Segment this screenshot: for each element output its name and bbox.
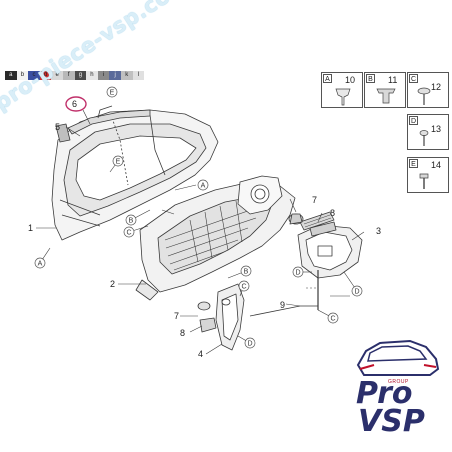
marker-C3: C bbox=[330, 316, 335, 323]
color-swatch: g bbox=[74, 71, 87, 80]
screw-d-icon bbox=[419, 130, 429, 146]
marker-E2-circle bbox=[112, 155, 124, 167]
callout-2: 2 bbox=[110, 279, 115, 289]
marker-E2: E bbox=[116, 159, 121, 166]
marker-A2-circle bbox=[197, 179, 209, 191]
callout-3: 3 bbox=[376, 226, 381, 236]
color-swatch: e bbox=[51, 71, 63, 80]
marker-D1: D bbox=[247, 341, 252, 348]
marker-B1: B bbox=[129, 218, 134, 225]
legend-number-e: 14 bbox=[431, 160, 442, 170]
legend-number-d: 13 bbox=[431, 124, 442, 134]
marker-C1-circle bbox=[123, 226, 135, 238]
push-rivet-icon bbox=[376, 88, 396, 104]
color-swatch-label: f bbox=[67, 72, 70, 78]
color-swatch-label: a bbox=[9, 72, 13, 78]
color-swatch: j bbox=[109, 71, 121, 80]
marker-C2-circle bbox=[238, 280, 250, 292]
color-swatch-label: k bbox=[125, 72, 129, 78]
part-3-side-housing bbox=[297, 221, 363, 279]
color-swatch-label: l bbox=[137, 72, 139, 78]
part-4-lower-bracket bbox=[215, 283, 245, 351]
marker-B2: B bbox=[244, 269, 249, 276]
color-swatch-label: h bbox=[90, 72, 94, 78]
color-swatch-label: e bbox=[55, 72, 59, 78]
legend-letter-d: D bbox=[409, 116, 418, 125]
color-swatch-label: d bbox=[43, 72, 48, 78]
color-swatch: a bbox=[5, 71, 17, 80]
marker-A1-circle bbox=[34, 257, 46, 269]
callout-4: 4 bbox=[198, 349, 203, 359]
color-swatch-label: i bbox=[102, 72, 105, 78]
legend-box-d: D 13 bbox=[407, 114, 449, 150]
part-7-knob-top bbox=[288, 213, 304, 225]
marker-D1-circle bbox=[244, 337, 256, 349]
marker-B2-circle bbox=[240, 265, 252, 277]
color-swatch: k bbox=[120, 71, 133, 80]
color-swatch: l bbox=[132, 71, 145, 80]
marker-D2: D bbox=[354, 289, 359, 296]
part-7-8-lower bbox=[197, 301, 217, 333]
highlight-circle bbox=[65, 96, 87, 112]
color-swatch-label: b bbox=[20, 72, 25, 78]
legend-number-a: 10 bbox=[345, 75, 356, 85]
brand-group-text: GROUP bbox=[388, 379, 409, 385]
callout-8-top: 8 bbox=[330, 208, 335, 218]
brand-pro-text: Pro bbox=[356, 376, 413, 411]
callout-1: 1 bbox=[28, 223, 33, 233]
color-swatch: c bbox=[28, 71, 40, 80]
legend-number-c: 12 bbox=[431, 82, 442, 92]
marker-B1-circle bbox=[125, 214, 137, 226]
callout-7-bottom: 7 bbox=[174, 311, 179, 321]
marker-E1-circle bbox=[106, 86, 118, 98]
part-8-vent bbox=[299, 211, 335, 231]
callout-8-bottom: 8 bbox=[180, 328, 185, 338]
legend-letter-e: E bbox=[409, 159, 418, 168]
color-swatch: i bbox=[97, 71, 110, 80]
legend-box-b: B 11 bbox=[364, 72, 406, 108]
legend-letter-a: A bbox=[323, 74, 332, 83]
callout-9: 9 bbox=[280, 300, 285, 310]
color-swatch-label: c bbox=[32, 72, 36, 78]
color-swatch: d bbox=[39, 71, 52, 80]
legend-box-e: E 14 bbox=[407, 157, 449, 193]
part-1-upper-panel bbox=[51, 109, 219, 241]
marker-D3-circle bbox=[292, 266, 304, 278]
marker-C2: C bbox=[241, 284, 246, 291]
part-5-top-strip bbox=[55, 105, 151, 143]
marker-C1: C bbox=[126, 230, 131, 237]
car-outline-icon bbox=[356, 339, 440, 376]
legend-letter-b: B bbox=[366, 74, 375, 83]
screw-c-icon bbox=[417, 87, 431, 105]
part-2-grille-panel bbox=[135, 175, 296, 301]
brand-logo bbox=[350, 335, 445, 445]
color-bar: a b c d e f g h i j k l bbox=[5, 71, 145, 80]
color-swatch: f bbox=[62, 71, 75, 80]
marker-D3: D bbox=[295, 270, 300, 277]
legend-letter-c: C bbox=[409, 74, 418, 83]
marker-C3-circle bbox=[327, 312, 339, 324]
marker-A1: A bbox=[38, 261, 43, 268]
color-swatch: b bbox=[16, 71, 29, 80]
bolt-e-icon bbox=[419, 173, 429, 189]
color-swatch-label: g bbox=[78, 72, 83, 78]
legend-box-a: A 10 bbox=[321, 72, 363, 108]
legend-number-b: 11 bbox=[388, 75, 398, 85]
callout-5: 5 bbox=[55, 122, 60, 132]
color-swatch: h bbox=[86, 71, 98, 80]
callout-6: 6 bbox=[72, 99, 77, 109]
color-swatch-label: j bbox=[114, 72, 116, 78]
marker-D2-circle bbox=[351, 285, 363, 297]
legend-box-c: C 12 bbox=[407, 72, 449, 108]
marker-E1: E bbox=[110, 90, 115, 97]
brand-vsp-text: VSP bbox=[358, 404, 425, 439]
callout-7-top: 7 bbox=[312, 195, 317, 205]
marker-A2: A bbox=[201, 183, 206, 190]
clip-icon bbox=[335, 88, 351, 106]
